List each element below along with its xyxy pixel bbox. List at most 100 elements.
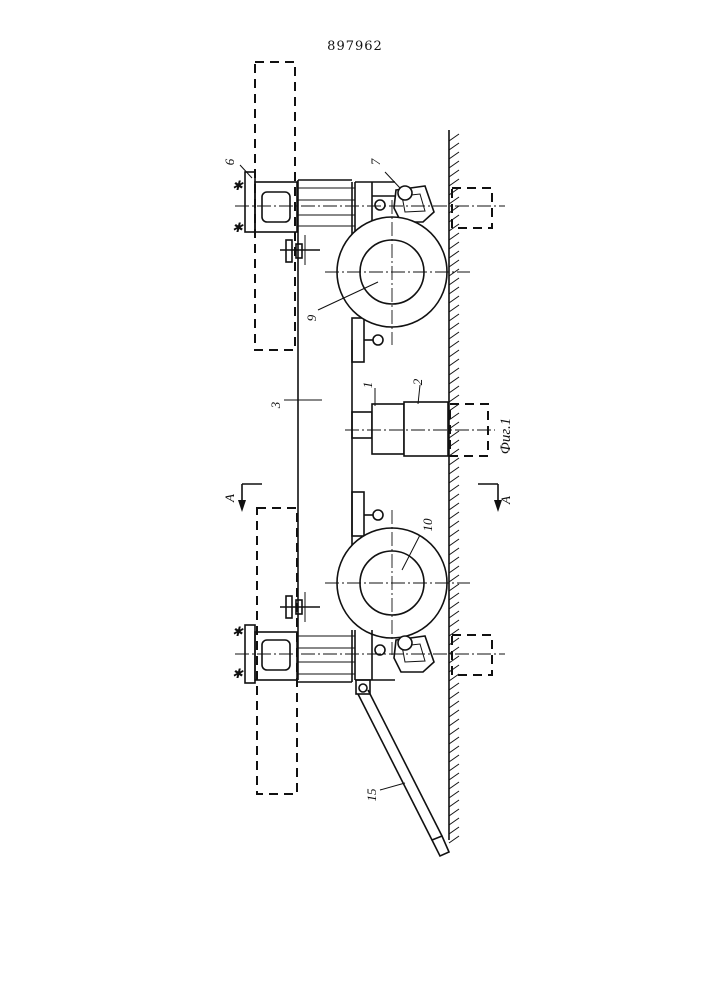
hatch-stroke (449, 674, 459, 681)
hatch-stroke (449, 242, 459, 249)
label-part-2: 2 (410, 378, 425, 385)
lower-pin (375, 645, 385, 655)
hatch-stroke (449, 737, 459, 744)
hatch-stroke (449, 647, 459, 654)
hatch-stroke (449, 215, 459, 222)
hatch-stroke (449, 809, 459, 816)
hatch-stroke (449, 305, 459, 312)
hatch-stroke (449, 179, 459, 186)
hatch-stroke (449, 143, 459, 150)
hatch-stroke (449, 836, 459, 843)
label-part-15: 15 (364, 788, 379, 802)
hatch-stroke (449, 611, 459, 618)
hatch-stroke (449, 584, 459, 591)
hatch-stroke (449, 593, 459, 600)
hatch-stroke (449, 134, 459, 141)
hatch-stroke (449, 692, 459, 699)
hatch-stroke (449, 188, 459, 195)
hatch-stroke (449, 467, 459, 474)
upper-screw-nut-1 (286, 240, 292, 262)
hatch-stroke (449, 746, 459, 753)
hatch-stroke (449, 152, 459, 159)
upper-screw-nut-2 (296, 244, 302, 258)
strut-hinge-pin (359, 684, 367, 692)
figure-caption: Фиг.1 (498, 418, 514, 454)
strut-foot (432, 836, 449, 856)
hatch-stroke (449, 728, 459, 735)
lower-dashed-load (257, 508, 297, 794)
leader-2 (418, 385, 420, 404)
hatch-stroke (449, 206, 459, 213)
lower-star-marker-2: ✱ (232, 666, 244, 681)
hatch-stroke (449, 296, 459, 303)
hatch-stroke (449, 539, 459, 546)
hatch-stroke (449, 827, 459, 834)
strut-edge-2 (368, 690, 442, 836)
hatch-stroke (449, 449, 459, 456)
hatch-stroke (449, 368, 459, 375)
lower-wheel-support-pin (373, 510, 383, 520)
section-arrowhead-left (238, 500, 246, 512)
label-part-10: 10 (420, 518, 435, 532)
hatch-stroke (449, 350, 459, 357)
label-part-1: 1 (360, 382, 375, 389)
hatch-stroke (449, 224, 459, 231)
hatch-stroke (449, 494, 459, 501)
hatch-stroke (449, 602, 459, 609)
lower-star-marker-1: ✱ (232, 624, 244, 639)
hatch-stroke (449, 791, 459, 798)
hatch-stroke (449, 458, 459, 465)
hatch-stroke (449, 404, 459, 411)
hatch-stroke (449, 575, 459, 582)
hatch-stroke (449, 377, 459, 384)
label-part-9: 9 (304, 314, 319, 321)
hatch-stroke (449, 512, 459, 519)
hatch-stroke (449, 782, 459, 789)
label-section-right: A (498, 496, 513, 505)
hatch-stroke (449, 557, 459, 564)
hatch-stroke (449, 800, 459, 807)
hatch-stroke (449, 503, 459, 510)
hatch-stroke (449, 359, 459, 366)
label-section-left: A (222, 494, 237, 503)
hatch-stroke (449, 485, 459, 492)
lower-hydraulic-cylinder (262, 640, 290, 670)
ground-hatching (449, 134, 459, 843)
hatch-stroke (449, 197, 459, 204)
strut-edge-1 (358, 694, 432, 840)
hatch-stroke (449, 638, 459, 645)
upper-star-marker-2: ✱ (232, 220, 244, 235)
hatch-stroke (449, 386, 459, 393)
hatch-stroke (449, 548, 459, 555)
label-part-3: 3 (268, 401, 283, 409)
label-part-6: 6 (222, 158, 237, 165)
drive-flange (352, 412, 372, 438)
hatch-stroke (449, 773, 459, 780)
plate-upper (352, 318, 364, 362)
upper-clamp-pivot (398, 186, 412, 200)
hatch-stroke (449, 656, 459, 663)
upper-flange (245, 172, 255, 232)
hatch-stroke (449, 233, 459, 240)
upper-pile-dashed (452, 188, 492, 228)
upper-pin (375, 200, 385, 210)
hatch-stroke (449, 683, 459, 690)
leader-7 (385, 172, 400, 188)
hatch-stroke (449, 530, 459, 537)
hatch-stroke (449, 521, 459, 528)
hatch-stroke (449, 314, 459, 321)
lower-pile-dashed (452, 635, 492, 675)
patent-number: 897962 (327, 39, 383, 54)
hatch-stroke (449, 665, 459, 672)
hatch-stroke (449, 341, 459, 348)
hatch-stroke (449, 323, 459, 330)
hatch-stroke (449, 755, 459, 762)
ground (449, 130, 459, 843)
hatch-stroke (449, 260, 459, 267)
hatch-stroke (449, 476, 459, 483)
hatch-stroke (449, 620, 459, 627)
label-part-7: 7 (368, 158, 383, 165)
lower-clamp-pivot (398, 636, 412, 650)
drive-coupling (372, 404, 404, 454)
